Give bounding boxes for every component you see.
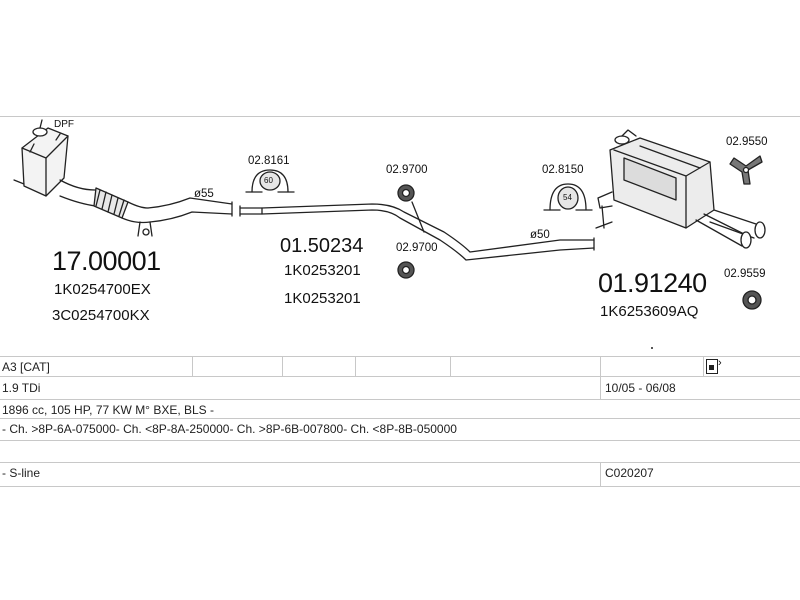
middle-pipe-icon [239,201,595,261]
part-17-00001-oe2: 3C0254700KX [52,307,150,324]
grid-line [0,486,800,487]
dpf-label: DPF [54,119,74,130]
rear-silencer-icon [595,129,766,249]
acc-02-8161-label: 02.8161 [248,155,290,167]
rubber-hanger-icon [729,155,763,185]
gasket-bottom-icon [397,261,415,279]
gasket-top-icon [397,184,415,202]
arrow-icon: › [718,357,722,369]
grid-line [0,399,800,400]
grid-line [0,418,800,419]
part-01-50234-oe1: 1K0253201 [284,262,361,279]
part-01-91240-oe1: 1K6253609AQ [600,303,699,320]
acc-02-9700-top-label: 02.9700 [386,164,428,176]
acc-02-8150-label: 02.8150 [542,164,584,176]
part-01-91240-number: 01.91240 [598,268,707,298]
pipe1-diameter-label: ø55 [194,188,214,200]
clamp-54-icon [543,183,593,211]
part-17-00001-oe1: 1K0254700EX [54,281,151,298]
grid-line [0,376,800,377]
clamp2-size-label: 54 [563,193,572,202]
acc-02-9700-bottom-label: 02.9700 [396,242,438,254]
vehicle-model: A3 [CAT] [2,360,50,374]
part-17-00001-number: 17.00001 [52,246,161,276]
grid-line [0,356,800,357]
acc-02-9550-label: 02.9550 [726,136,768,148]
document-icon[interactable] [706,359,718,374]
vehicle-trim: - S-line [2,466,41,480]
clamp1-size-label: 60 [264,176,273,185]
clamp-60-icon [245,169,295,193]
catalog-code: C020207 [605,466,654,480]
grid-line [0,440,800,441]
part-01-50234-number: 01.50234 [280,235,364,257]
vehicle-engine: 1.9 TDi [2,381,41,395]
vehicle-chassis: - Ch. >8P-6A-075000- Ch. <8P-8A-250000- … [2,422,457,436]
part-01-50234-oe2: 1K0253201 [284,290,361,307]
grid-line [0,462,800,463]
vehicle-specs: 1896 cc, 105 HP, 77 KW M° BXE, BLS - [2,403,215,417]
pipe2-diameter-label: ø50 [530,229,550,241]
dpf-unit-icon [13,119,233,237]
diagram-top-border [0,116,800,117]
ring-gasket-icon [742,290,762,310]
vehicle-date-range: 10/05 - 06/08 [605,381,676,395]
acc-02-9559-label: 02.9559 [724,268,766,280]
